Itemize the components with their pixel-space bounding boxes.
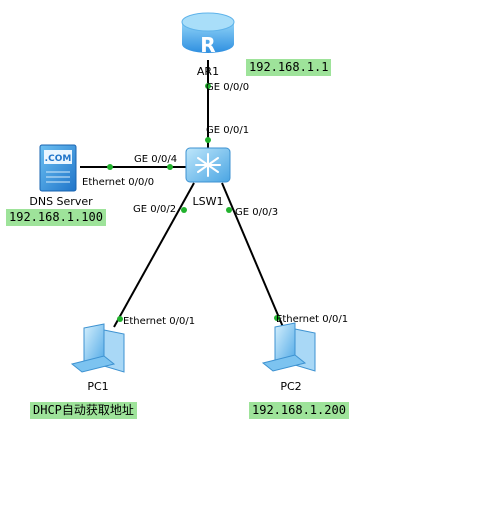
link-dot	[181, 207, 187, 213]
pc1-dhcp-note: DHCP自动获取地址	[30, 402, 137, 419]
server-icon[interactable]: .COM	[39, 144, 77, 192]
port-label-pc2-eth001: Ethernet 0/0/1	[276, 314, 348, 325]
dns-ip-label: 192.168.1.100	[6, 209, 106, 226]
ar1-ip-label: 192.168.1.1	[246, 59, 332, 76]
pc1-name: PC1	[87, 380, 108, 393]
port-label-ar1-ge000: GE 0/0/0	[206, 82, 249, 93]
port-label-lsw1-ge003: GE 0/0/3	[235, 207, 278, 218]
router-icon[interactable]: R	[181, 12, 235, 57]
pc2-icon[interactable]	[261, 322, 316, 372]
link-dot	[226, 207, 232, 213]
link-dot	[205, 137, 211, 143]
switch-name: LSW1	[193, 195, 224, 208]
link-dot	[117, 316, 123, 322]
link-dot	[205, 83, 211, 89]
link-dot	[167, 164, 173, 170]
link-dot	[274, 315, 280, 321]
pc2-name: PC2	[280, 380, 301, 393]
link-lsw1-pc2[interactable]	[221, 182, 284, 328]
dns-server-name: DNS Server	[29, 195, 93, 208]
server-icon-label: .COM	[45, 154, 72, 164]
switch-icon[interactable]	[185, 147, 231, 183]
port-label-pc1-eth001: Ethernet 0/0/1	[123, 316, 195, 327]
link-lsw1-pc1[interactable]	[113, 182, 195, 328]
link-dot	[107, 164, 113, 170]
port-label-lsw1-ge001: GE 0/0/1	[206, 125, 249, 136]
port-label-dns-eth000: Ethernet 0/0/0	[82, 177, 154, 188]
port-label-lsw1-ge004: GE 0/0/4	[134, 154, 177, 165]
pc2-ip-label: 192.168.1.200	[249, 402, 349, 419]
pc1-icon[interactable]	[70, 323, 125, 373]
port-label-lsw1-ge002: GE 0/0/2	[133, 204, 176, 215]
svg-text:R: R	[200, 33, 215, 57]
router-name: AR1	[197, 65, 219, 78]
